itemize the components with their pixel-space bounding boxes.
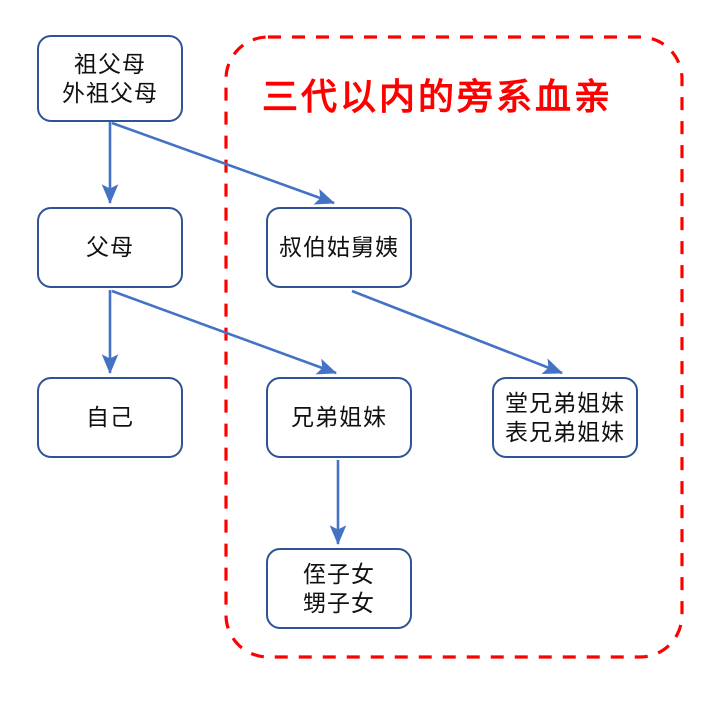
node-grandparents-line1: 祖父母 xyxy=(74,51,146,78)
node-siblings[interactable]: 兄弟姐妹 xyxy=(266,377,412,458)
node-nieces-nephews-line2: 甥子女 xyxy=(303,589,375,616)
edge-parents-to-siblings xyxy=(111,289,337,375)
node-self[interactable]: 自己 xyxy=(37,377,183,458)
node-nieces-nephews-line1: 侄子女 xyxy=(303,561,375,588)
node-cousins-line2: 表兄弟姐妹 xyxy=(505,418,625,445)
node-parents-line1: 父母 xyxy=(86,234,134,261)
collateral-relatives-region-border xyxy=(224,35,684,659)
node-siblings-line1: 兄弟姐妹 xyxy=(291,404,387,431)
node-parents[interactable]: 父母 xyxy=(37,207,183,288)
node-cousins[interactable]: 堂兄弟姐妹 表兄弟姐妹 xyxy=(492,377,638,458)
node-self-line1: 自己 xyxy=(86,404,134,431)
node-uncles-aunts[interactable]: 叔伯姑舅姨 xyxy=(266,207,412,288)
edge-grandparents-to-uncles xyxy=(111,121,335,205)
node-nieces-nephews[interactable]: 侄子女 甥子女 xyxy=(266,548,412,629)
node-uncles-aunts-line1: 叔伯姑舅姨 xyxy=(279,234,399,261)
edge-uncles-to-cousins xyxy=(351,289,563,375)
region-title: 三代以内的旁系血亲 xyxy=(262,76,614,117)
node-grandparents[interactable]: 祖父母 外祖父母 xyxy=(37,35,183,122)
node-grandparents-line2: 外祖父母 xyxy=(62,79,158,106)
node-cousins-line1: 堂兄弟姐妹 xyxy=(505,390,625,417)
